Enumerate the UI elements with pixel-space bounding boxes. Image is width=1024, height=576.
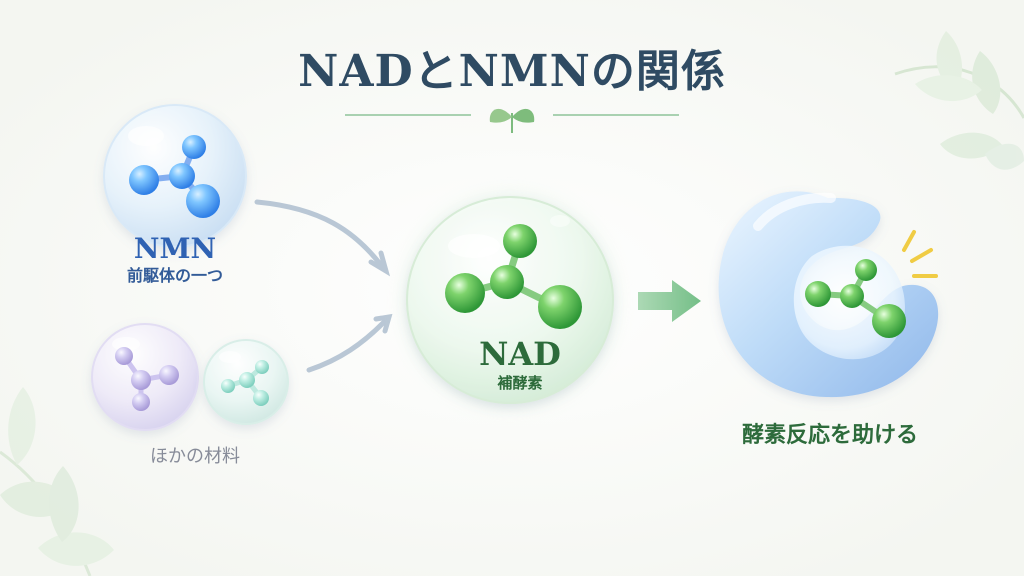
other-materials-label: ほかの材料 — [150, 446, 240, 467]
molecule-icon — [805, 259, 906, 338]
enzyme-group — [718, 191, 939, 398]
arrow-icon — [638, 280, 701, 322]
molecule-icon — [221, 360, 269, 406]
molecule-icon — [115, 347, 179, 411]
leaf-sprout-icon — [489, 108, 535, 133]
nmn-label: NMN — [133, 232, 217, 265]
nad-subtitle: 補酵素 — [497, 374, 543, 392]
result-label: 酵素反応を助ける — [741, 422, 918, 448]
molecule-icon — [445, 224, 582, 329]
nad-label: NAD — [479, 335, 561, 373]
nmn-subtitle: 前駆体の一つ — [126, 266, 223, 285]
spark-icon — [902, 230, 938, 278]
nmn-group — [103, 104, 247, 248]
molecule-icon — [129, 135, 220, 218]
leaf-decoration-bottom-left — [0, 387, 114, 576]
arrow-icon — [254, 199, 393, 373]
nad-group — [404, 194, 616, 406]
title-ornament — [345, 108, 679, 133]
other-materials-group — [91, 323, 289, 431]
leaf-decoration-top-right — [894, 31, 1024, 170]
page-title: NADとNMNの関係 — [298, 46, 726, 97]
